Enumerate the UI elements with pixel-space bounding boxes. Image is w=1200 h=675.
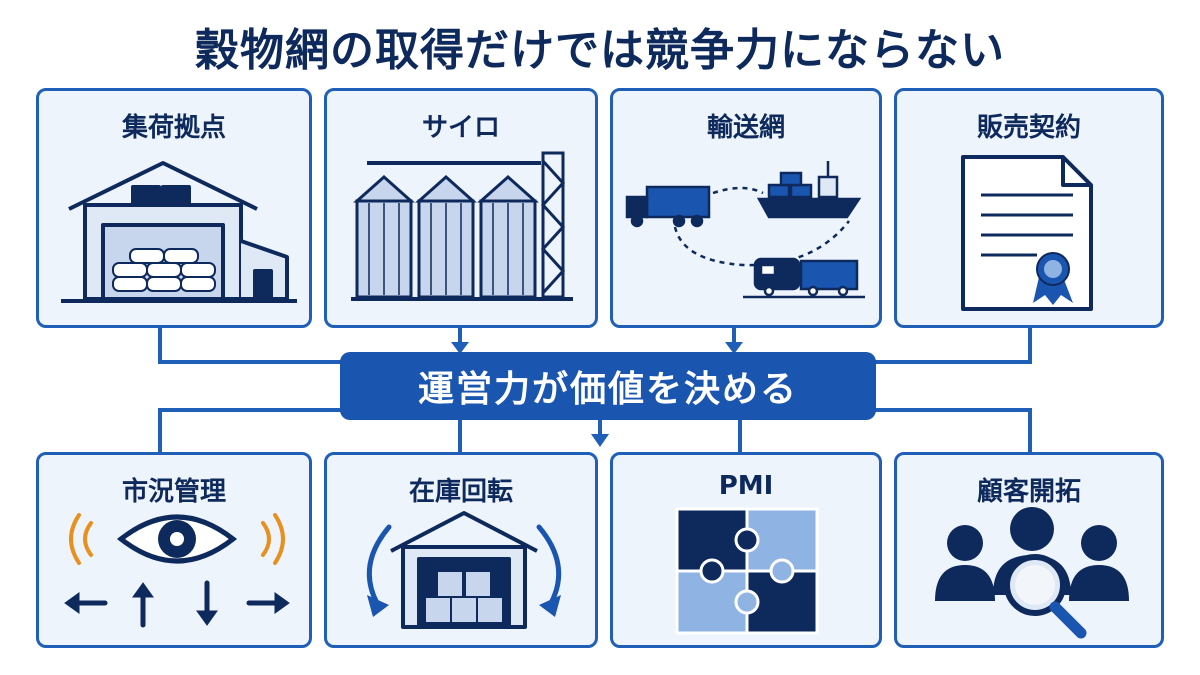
card-inventory-rotation: 在庫回転 (324, 452, 598, 648)
silo-icon (351, 151, 573, 301)
arrow-head-transport (725, 342, 743, 354)
magnifier-icon (1004, 554, 1087, 639)
signal-waves-icon (69, 513, 285, 565)
connector-sales-contract (874, 328, 1032, 364)
card-collection-point: 集荷拠点 (36, 88, 312, 328)
card-customer-development: 顧客開拓 (894, 452, 1164, 648)
contract-document-icon (961, 155, 1093, 311)
card-label: PMI (718, 471, 774, 501)
arrow-head-center (591, 434, 609, 447)
card-silo: サイロ (324, 88, 598, 328)
card-transport-network: 輸送網 (610, 88, 882, 328)
transport-network-icon (625, 161, 865, 299)
card-market-management: 市況管理 (36, 452, 312, 648)
card-label: サイロ (421, 113, 500, 143)
puzzle-icon (675, 507, 819, 635)
rotation-arrows-icon (366, 524, 562, 606)
connector-customer-development (874, 408, 1032, 452)
card-label: 市況管理 (121, 477, 226, 507)
connector-collection-point (158, 328, 342, 364)
center-banner: 運営力が価値を決める (340, 352, 876, 420)
card-label: 販売契約 (976, 113, 1081, 143)
customer-search-icon (935, 507, 1129, 639)
card-label: 輸送網 (706, 113, 785, 143)
warehouse-icon (61, 161, 297, 303)
inventory-rotation-icon (366, 511, 562, 629)
card-sales-contract: 販売契約 (894, 88, 1164, 328)
arrow-head-silo (451, 342, 469, 354)
connector-market-management (158, 408, 342, 452)
diagram-title: 穀物網の取得だけでは競争力にならない (195, 25, 1005, 76)
market-watch-icon (64, 513, 290, 628)
card-pmi: PMI (610, 452, 882, 648)
card-label: 在庫回転 (408, 477, 513, 507)
card-label: 顧客開拓 (976, 477, 1081, 507)
eye-icon (116, 514, 238, 564)
card-label: 集荷拠点 (121, 113, 226, 143)
